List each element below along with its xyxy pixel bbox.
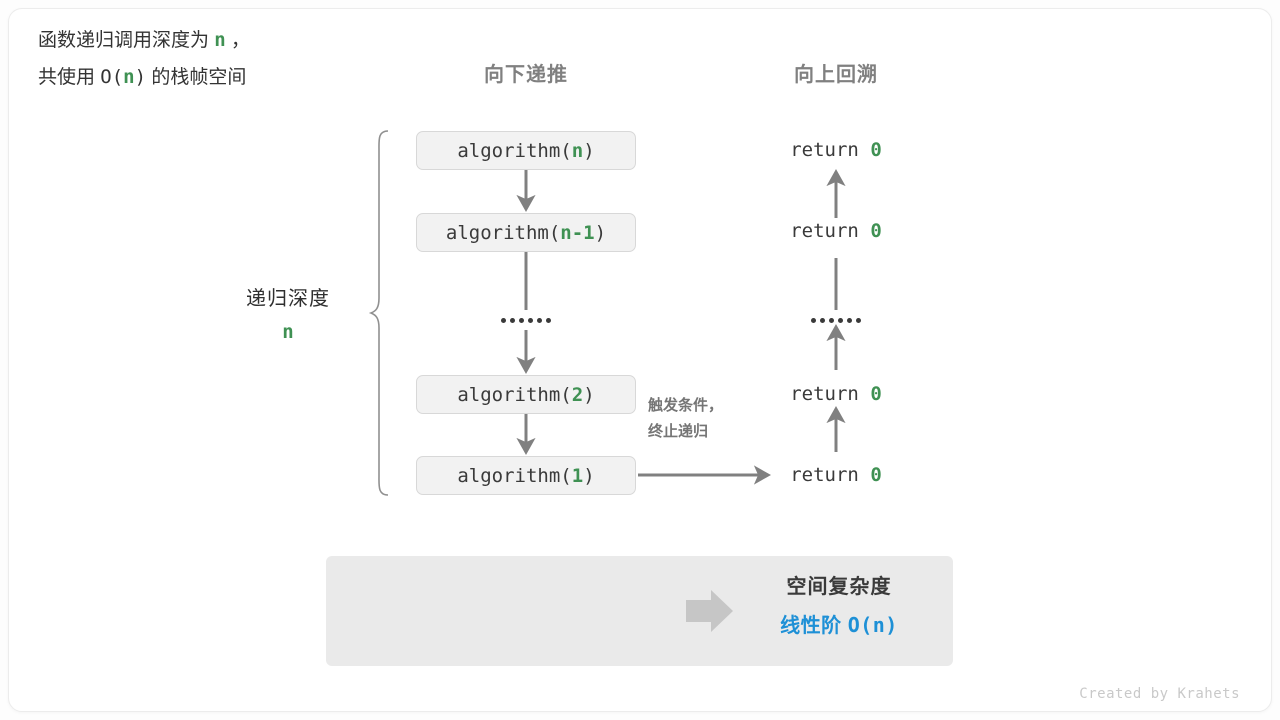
recursion-depth-annotation: 递归深度 n xyxy=(246,282,330,343)
return-label-3: return 0 xyxy=(790,383,882,405)
summary-line-2-a: 共使用 xyxy=(38,67,101,89)
trigger-condition-note: 触发条件， 终止递归 xyxy=(648,393,723,446)
summary-panel-left-text: 函数递归调用深度为 n ， 共使用 O(n) 的栈帧空间 xyxy=(38,22,250,96)
trigger-note-line2: 终止递归 xyxy=(648,423,709,441)
call-box-n-arg: n xyxy=(571,139,584,162)
summary-line-2-c: ) xyxy=(134,66,147,89)
call-box-n-minus-1-suffix: ) xyxy=(594,221,607,244)
trigger-note-line1: 触发条件， xyxy=(648,397,724,414)
return-value-1: 0 xyxy=(870,139,882,161)
return-text-3: return xyxy=(790,383,871,405)
return-value-2: 0 xyxy=(870,220,882,242)
return-text-1: return xyxy=(790,139,871,161)
summary-panel xyxy=(326,556,953,666)
summary-line-2-n: n xyxy=(123,66,135,89)
summary-line-1: 函数递归调用深度为 n ， xyxy=(38,22,250,59)
summary-line-1-a: 函数递归调用深度为 xyxy=(38,30,215,51)
ellipsis-dots-left xyxy=(501,318,551,323)
return-label-1: return 0 xyxy=(790,139,882,161)
space-complexity-order: 线性阶 xyxy=(780,615,848,637)
summary-line-1-b: ， xyxy=(225,30,251,51)
call-box-2-arg: 2 xyxy=(571,383,584,406)
space-complexity-title: 空间复杂度 xyxy=(786,576,892,598)
column-header-downward: 向下递推 xyxy=(484,64,568,86)
call-box-n-minus-1[interactable]: algorithm(n-1) xyxy=(416,213,636,252)
call-box-2-suffix: ) xyxy=(583,383,595,406)
summary-line-1-n: n xyxy=(214,29,226,51)
call-box-1-arg: 1 xyxy=(571,464,584,487)
credit-text: Created by Krahets xyxy=(1079,686,1240,702)
summary-line-2-b: 的栈帧空间 xyxy=(146,67,247,89)
return-label-2: return 0 xyxy=(790,220,882,242)
column-header-upward: 向上回溯 xyxy=(794,64,878,86)
call-box-1-suffix: ) xyxy=(583,464,595,487)
return-text-4: return xyxy=(790,464,871,486)
call-box-n-minus-1-prefix: algorithm( xyxy=(445,221,561,244)
call-box-n[interactable]: algorithm(n) xyxy=(416,131,636,170)
call-box-n-suffix: ) xyxy=(583,139,595,162)
call-box-1[interactable]: algorithm(1) xyxy=(416,456,636,495)
space-complexity-bigo: O(n) xyxy=(847,613,898,637)
call-box-1-prefix: algorithm( xyxy=(457,464,572,487)
return-label-4: return 0 xyxy=(790,464,882,486)
summary-line-2-o: O( xyxy=(100,66,124,89)
call-box-2-prefix: algorithm( xyxy=(457,383,572,406)
ellipsis-dots-right xyxy=(811,318,861,323)
summary-panel-right: 空间复杂度 线性阶 O(n) xyxy=(748,570,930,638)
summary-line-2: 共使用 O(n) 的栈帧空间 xyxy=(38,59,250,96)
call-box-n-prefix: algorithm( xyxy=(457,139,572,162)
recursion-depth-value: n xyxy=(282,321,294,343)
recursion-depth-label: 递归深度 xyxy=(246,288,330,310)
call-box-2[interactable]: algorithm(2) xyxy=(416,375,636,414)
return-text-2: return xyxy=(790,220,871,242)
space-complexity-value: 线性阶 O(n) xyxy=(748,609,930,638)
return-value-4: 0 xyxy=(870,464,882,486)
call-box-n-minus-1-arg: n-1 xyxy=(560,221,595,244)
return-value-3: 0 xyxy=(870,383,882,405)
